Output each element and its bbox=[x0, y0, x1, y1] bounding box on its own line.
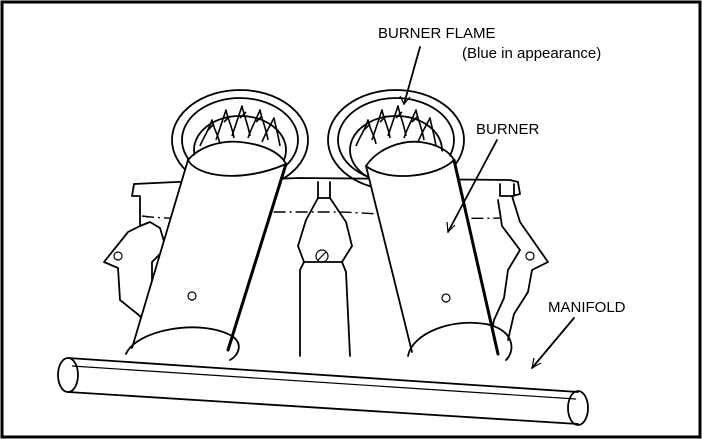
manifold-label: MANIFOLD bbox=[548, 299, 626, 316]
burner-flame-label: BURNER FLAME bbox=[378, 25, 496, 42]
right-burner-flames bbox=[355, 105, 437, 147]
burner-leader bbox=[447, 139, 498, 233]
burner-flame-leader bbox=[403, 46, 421, 105]
left-burner-flames bbox=[199, 105, 281, 147]
manifold-leader bbox=[531, 317, 575, 369]
manifold-pipe bbox=[57, 357, 589, 426]
burner-label: BURNER bbox=[476, 121, 540, 138]
left-burner bbox=[125, 89, 309, 361]
mounting-bracket bbox=[103, 177, 549, 357]
burner-flame-note: (Blue in appearance) bbox=[462, 45, 601, 62]
right-burner bbox=[327, 89, 513, 361]
